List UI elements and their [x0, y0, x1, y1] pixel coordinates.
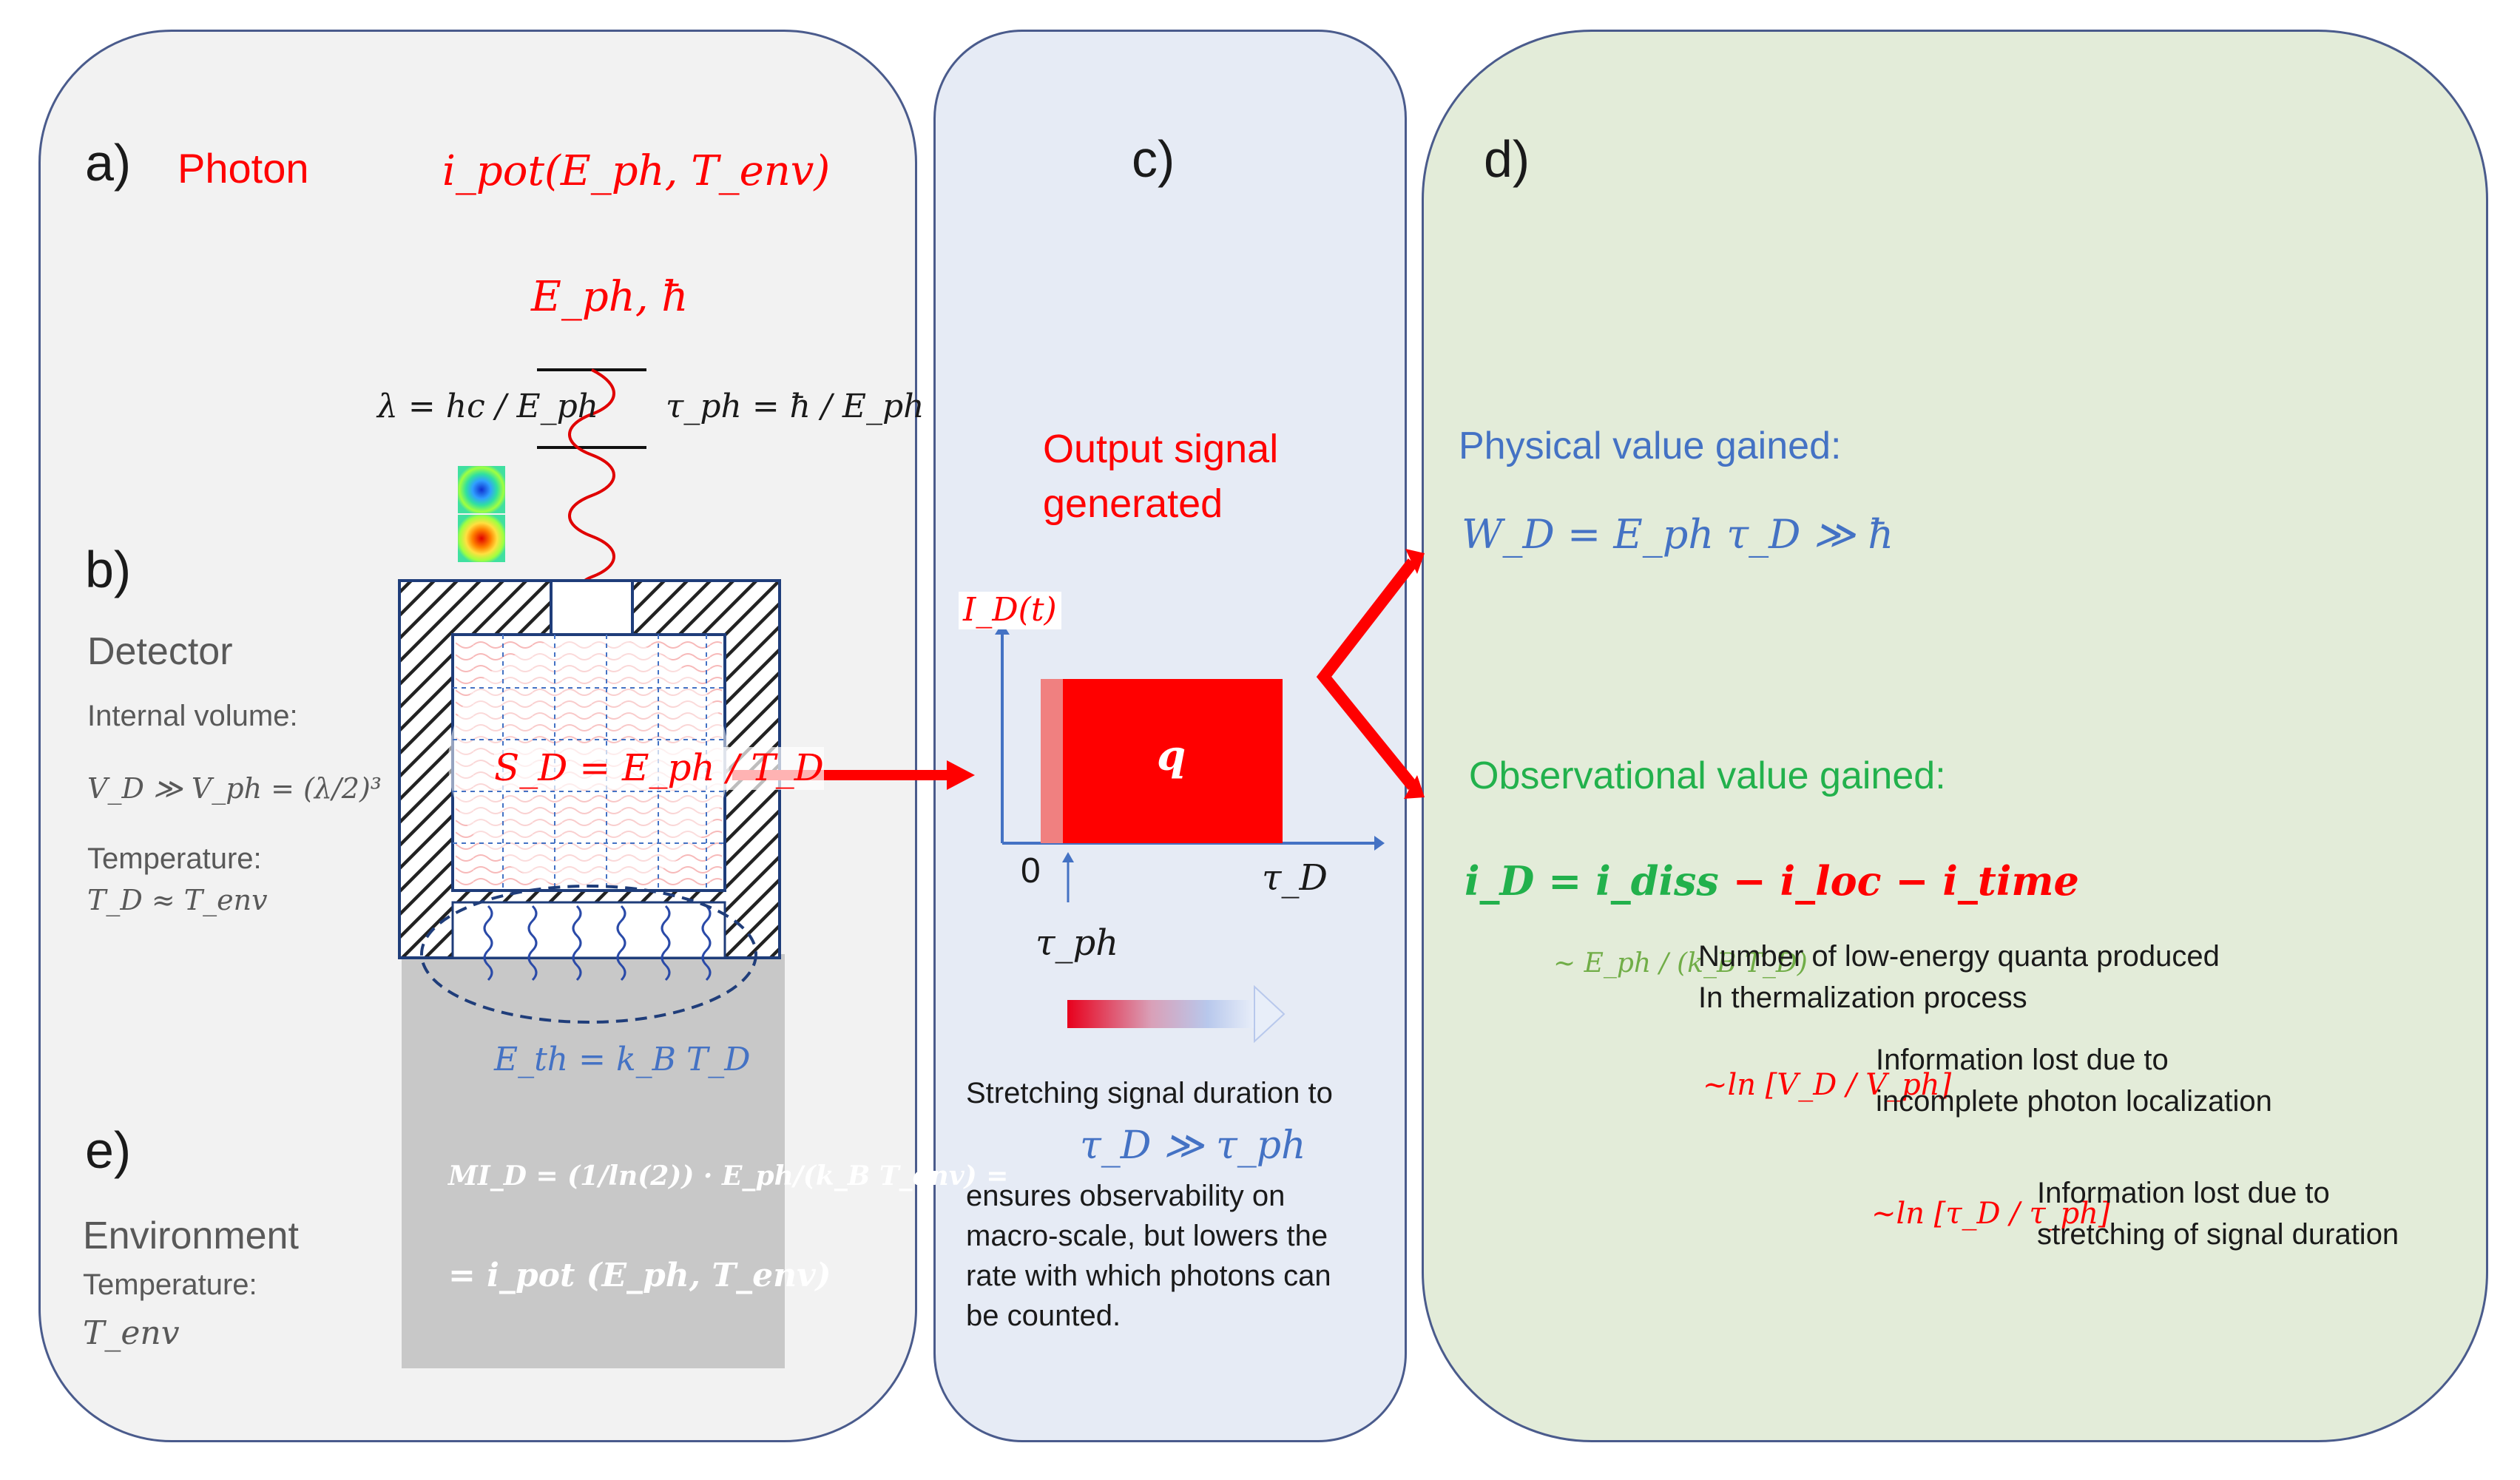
mode-pattern-icon [458, 466, 505, 562]
observational-value-title: Observational value gained: [1469, 754, 1946, 797]
panel-d-label: d) [1484, 130, 1530, 188]
stretch-desc-line3: macro-scale, but lowers the [966, 1220, 1328, 1252]
term2-desc-line1: Information lost due to [1876, 1044, 2169, 1076]
information-formula-suffix: − i_loc − i_time [1732, 857, 2079, 905]
physical-value-formula: W_D = E_ph τ_D ≫ ħ [1462, 511, 1894, 558]
term2-desc-line2: incomplete photon localization [1876, 1085, 2272, 1118]
term1-formula: ~ E_ph / (k_B T_D) [1553, 948, 1808, 979]
signal-x-end-label: τ_D [1262, 857, 1328, 899]
panel-value-gained [1422, 30, 2488, 1442]
term1-desc-line2: In thermalization process [1698, 981, 2027, 1014]
stretch-desc-line5: be counted. [966, 1300, 1121, 1332]
thermal-energy-formula: E_th = k_B T_D [494, 1041, 751, 1078]
term3-desc-line1: Information lost due to [2037, 1177, 2330, 1209]
stretch-desc-line2: ensures observability on [966, 1180, 1286, 1212]
detector-temperature-formula: T_D ≈ T_env [87, 884, 268, 916]
information-formula-prefix: i_D = i_diss [1465, 857, 1719, 905]
detector-title: Detector [87, 630, 233, 673]
signal-tau-ph-label: τ_ph [1036, 922, 1119, 964]
panel-e-label: e) [85, 1121, 132, 1179]
signal-plot [995, 623, 1385, 902]
mi-formula-line2: = i_pot (E_ph, T_env) [448, 1257, 831, 1294]
panel-b-label: b) [85, 541, 132, 598]
mi-formula-line1: MI_D = (1/ln(2)) · E_ph/(k_B T_env) = [448, 1160, 1009, 1192]
environment-region [402, 954, 785, 1368]
panel-a-label: a) [85, 134, 132, 192]
term2-formula: ~ln [V_D / V_ph] [1703, 1068, 1952, 1102]
gradient-arrow-icon [1067, 984, 1286, 1044]
signal-y-axis-label: I_D(t) [959, 591, 1061, 629]
photon-energy-label: E_ph, ħ [531, 273, 689, 321]
term3-desc-line2: stretching of signal duration [2037, 1218, 2399, 1251]
environment-title: Environment [83, 1214, 299, 1257]
ipot-formula: i_pot(E_ph, T_env) [442, 147, 831, 195]
photon-title: Photon [178, 145, 309, 192]
environment-temperature-symbol: T_env [83, 1314, 180, 1352]
information-formula: i_D = i_diss − i_loc − i_time [1465, 858, 2079, 904]
entropy-formula: S_D = E_ph / T_D [494, 746, 824, 790]
branch-arrow-icon [1316, 549, 1425, 799]
lambda-formula: λ = hc / E_ph [377, 388, 599, 425]
internal-volume-label: Internal volume: [87, 700, 298, 732]
stretch-desc-line1: Stretching signal duration to [966, 1077, 1333, 1109]
environment-temperature-label: Temperature: [83, 1268, 257, 1301]
volume-formula: V_D ≫ V_ph = (λ/2)³ [87, 772, 382, 805]
stretch-desc-line4: rate with which photons can [966, 1260, 1331, 1292]
stretch-desc-formula: τ_D ≫ τ_ph [1080, 1123, 1306, 1168]
tau-ph-formula: τ_ph = ħ / E_ph [666, 388, 925, 425]
term3-formula: ~ln [τ_D / τ_ph] [1871, 1197, 2110, 1231]
panel-c-label: c) [1132, 130, 1175, 188]
output-signal-title-line1: Output signal [1043, 427, 1279, 471]
physical-value-title: Physical value gained: [1459, 425, 1842, 467]
pulse-charge-label: q [1157, 731, 1186, 780]
output-signal-title-line2: generated [1043, 481, 1223, 526]
detector-cavity-icon [398, 579, 781, 1024]
detector-temperature-label: Temperature: [87, 842, 262, 875]
term1-desc-line1: Number of low-energy quanta produced [1698, 940, 2220, 973]
signal-origin-label: 0 [1021, 851, 1041, 891]
